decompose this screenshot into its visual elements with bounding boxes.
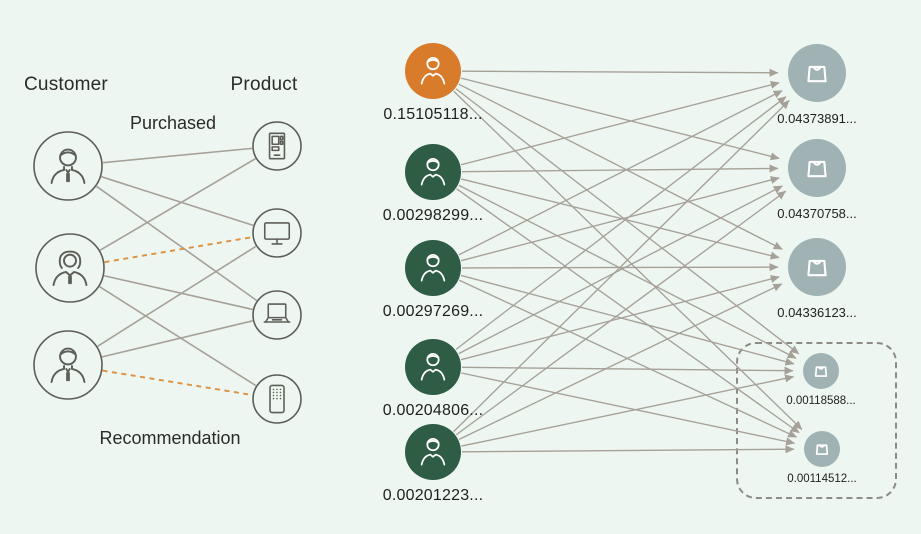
product-phone — [252, 374, 302, 424]
customer-score: 0.00298299... — [382, 207, 484, 224]
purchased-edge — [96, 185, 258, 302]
customer-score: 0.15105118... — [383, 106, 483, 123]
predicted-edge — [458, 90, 783, 256]
recommended-products-box — [736, 342, 897, 499]
predicted-customer-node-2-circle — [405, 144, 461, 200]
predicted-customer-node-5-circle — [405, 424, 461, 480]
predicted-product-node-4-circle — [803, 353, 839, 389]
predicted-customer-node-4 — [405, 339, 461, 395]
predicted-product-node-2 — [788, 139, 846, 197]
predicted-customer-node-1-circle — [405, 43, 461, 99]
predicted-product-node-3-circle — [788, 238, 846, 296]
customer-column-title: Customer — [24, 74, 108, 95]
purchased-edge — [103, 274, 253, 311]
recommendation-edge-label: Recommendation — [99, 428, 241, 448]
predicted-edge — [461, 68, 779, 77]
predicted-product-node-2-circle — [788, 139, 846, 197]
predicted-customer-node-2 — [405, 144, 461, 200]
customer-score: 0.00201223... — [382, 487, 484, 504]
predicted-edge — [460, 80, 780, 166]
predicted-product-node-1 — [788, 44, 846, 102]
product-score: 0.00118588... — [786, 395, 856, 407]
predicted-edge — [460, 77, 780, 161]
predicted-customer-node-3-circle — [405, 240, 461, 296]
predicted-edge — [461, 372, 796, 446]
predicted-edge — [455, 96, 787, 350]
predicted-product-node-1-circle — [788, 44, 846, 102]
product-monitor — [252, 208, 302, 258]
predicted-edge — [460, 176, 780, 262]
product-laptop — [252, 290, 302, 340]
predicted-customer-node-3 — [405, 240, 461, 296]
purchased-edge — [97, 245, 257, 347]
predicted-product-node-4 — [803, 353, 839, 389]
customer-2-circle — [35, 233, 105, 303]
purchased-edge — [99, 158, 256, 251]
product-column-title: Product — [230, 74, 298, 95]
product-laptop-circle — [252, 290, 302, 340]
predicted-product-node-5 — [804, 431, 840, 467]
predicted-edge — [461, 374, 795, 447]
predicted-customer-node-4-circle — [405, 339, 461, 395]
purchased-edge — [101, 320, 253, 358]
customer-3 — [33, 330, 103, 400]
customer-score: 0.00297269... — [382, 303, 484, 320]
predicted-edge — [461, 445, 795, 454]
recommendation-edge — [102, 369, 253, 396]
product-score: 0.04336123... — [777, 305, 857, 320]
customer-score: 0.00204806... — [382, 402, 484, 419]
predicted-edge — [458, 184, 797, 359]
predicted-product-node-5-circle — [804, 431, 840, 467]
predicted-edge — [455, 88, 800, 355]
purchased-edge — [101, 175, 254, 227]
predicted-edge — [461, 164, 779, 173]
predicted-edge — [461, 366, 794, 375]
purchased-edge-label: Purchased — [129, 113, 217, 133]
customer-1 — [33, 131, 103, 201]
recommendation-edge — [104, 236, 253, 264]
product-kiosk-circle — [252, 121, 302, 171]
predicted-customer-node-5 — [405, 424, 461, 480]
purchased-edge — [102, 147, 253, 164]
predicted-edge — [460, 275, 780, 361]
predicted-edge — [460, 178, 780, 260]
predicted-edge — [458, 83, 783, 250]
predicted-edge — [453, 99, 790, 433]
product-score: 0.00114512... — [787, 473, 857, 485]
predicted-product-node-3 — [788, 238, 846, 296]
product-kiosk — [252, 121, 302, 171]
predicted-customer-node-1 — [405, 43, 461, 99]
predicted-edge — [455, 190, 787, 436]
predicted-edge — [456, 188, 800, 434]
product-score: 0.04370758... — [777, 206, 857, 221]
product-monitor-circle — [252, 208, 302, 258]
customer-2 — [35, 233, 105, 303]
purchased-edge — [99, 286, 257, 387]
product-score: 0.04373891... — [777, 111, 857, 126]
predicted-edge — [458, 283, 783, 441]
predicted-edge — [458, 185, 783, 355]
predicted-edge — [460, 274, 795, 366]
